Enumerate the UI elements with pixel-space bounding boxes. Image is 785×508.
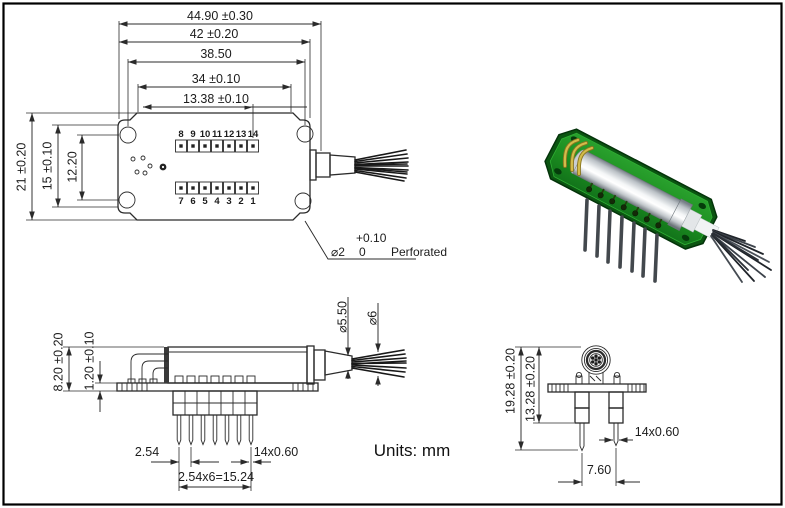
pin-number: 12 <box>224 129 235 140</box>
side-view-drawing: 8.20 ±0.20 1.20 ±0.10 ⌀5.50 ⌀6 2.54 14x0… <box>51 297 407 491</box>
mounting-hole <box>296 125 314 143</box>
fiber-boot-side-view <box>306 345 407 385</box>
dim-pin-offset: 13.38 ±0.10 <box>183 92 249 106</box>
fiber-diameter-dimensions: ⌀5.50 ⌀6 <box>335 297 381 386</box>
dim-pin-span: 2.54x6=15.24 <box>178 470 254 484</box>
dim-fiber-diameter: ⌀6 <box>365 311 379 326</box>
mounting-hole <box>294 192 312 210</box>
dim-body-width: 42 ±0.20 <box>190 27 239 41</box>
end-view-height-dimensions: 19.28 ±0.20 13.28 ±0.20 <box>503 346 581 451</box>
pin-number: 10 <box>200 129 211 140</box>
pin-number: 9 <box>190 129 195 140</box>
pin-number: 4 <box>214 196 220 207</box>
feedthrough-dots <box>130 155 167 176</box>
top-view-vertical-dimensions: 21 ±0.20 15 ±0.10 12.20 <box>14 112 137 221</box>
pin-number: 3 <box>226 196 231 207</box>
top-view-drawing: 8 9 10 11 12 13 14 7 6 5 4 3 2 1 <box>14 9 447 260</box>
pin-row-bottom: 7 6 5 4 3 2 1 <box>175 181 259 207</box>
dim-boot-diameter: ⌀5.50 <box>335 301 349 333</box>
pin-pads <box>174 375 256 384</box>
side-view-height-dimensions: 8.20 ±0.20 1.20 ±0.10 <box>51 331 164 412</box>
dim-hole-vspacing: 12.20 <box>65 151 79 182</box>
pin-number: 6 <box>190 196 195 207</box>
fiber-bundle-cross-section <box>591 354 601 366</box>
bent-leads <box>127 353 168 384</box>
dim-pin-pitch: 2.54 <box>135 445 159 459</box>
hole-tol-upper: +0.10 <box>356 231 387 245</box>
pin-number: 1 <box>250 196 256 207</box>
dim-overall-width: 44.90 ±0.30 <box>187 9 253 23</box>
base-plate-end <box>547 383 647 393</box>
fiber-boot-top-view <box>309 149 409 182</box>
pin-number: 7 <box>178 196 183 207</box>
pin-number: 11 <box>212 129 223 140</box>
pin-heads-on-pcb <box>586 182 663 229</box>
pin-header <box>172 390 258 446</box>
mounting-hole <box>118 191 136 209</box>
through-pins <box>176 415 254 446</box>
pin-squares <box>175 181 259 195</box>
units-label: Units: mm <box>374 441 451 460</box>
hole-note: Perforated <box>391 245 447 259</box>
dim-height-to-shoulder: 13.28 ±0.20 <box>523 356 537 422</box>
pin-number: 8 <box>178 129 183 140</box>
pin-columns <box>574 391 624 452</box>
mounting-hole <box>119 126 137 144</box>
dim-body-height-side: 8.20 ±0.20 <box>51 332 65 391</box>
fiber-strands <box>354 149 409 182</box>
top-view-horizontal-dimensions: 44.90 ±0.30 42 ±0.20 38.50 34 ±0.10 13.3… <box>118 9 322 151</box>
dim-hole-spacing: 38.50 <box>200 47 231 61</box>
package-body-outline <box>117 112 311 221</box>
plate-ticks <box>121 383 314 391</box>
end-view-drawing: 19.28 ±0.20 13.28 ±0.20 14x0.60 7.60 <box>503 345 679 486</box>
hole-tol-lower: 0 <box>359 245 366 259</box>
hanging-pins-3d <box>583 198 659 283</box>
pin-number: 5 <box>202 196 208 207</box>
dim-plate-thickness: 1.20 ±0.10 <box>82 331 96 390</box>
fiber-fan-3d <box>710 229 772 283</box>
dim-row-spacing: 7.60 <box>587 463 611 477</box>
dim-pin-width: 14x0.60 <box>254 445 299 459</box>
gold-bent-pins <box>562 138 594 176</box>
end-view-pin-dimensions: 14x0.60 7.60 <box>558 425 679 486</box>
product-3d-render <box>544 128 772 283</box>
side-view-bottom-dimensions: 2.54 14x0.60 2.54x6=15.24 <box>135 445 298 491</box>
dim-total-height: 19.28 ±0.20 <box>503 348 517 414</box>
weld-flange <box>164 347 169 383</box>
dim-lid-width: 34 ±0.10 <box>192 72 241 86</box>
hole-callout: ⌀2 +0.10 0 Perforated <box>304 220 447 260</box>
pin-number: 13 <box>236 129 247 140</box>
fiber-strands <box>351 349 407 378</box>
pin-number: 2 <box>238 196 243 207</box>
pin-squares <box>175 139 259 153</box>
dim-body-height: 21 ±0.20 <box>14 143 28 192</box>
plate-ticks <box>551 384 645 392</box>
pcb-corner-holes <box>554 136 707 241</box>
dim-pin-width-end: 14x0.60 <box>635 425 680 439</box>
ferrule-end-view <box>581 345 611 384</box>
hole-diameter: ⌀2 <box>331 245 345 259</box>
dim-inner-height: 15 ±0.10 <box>40 142 54 191</box>
